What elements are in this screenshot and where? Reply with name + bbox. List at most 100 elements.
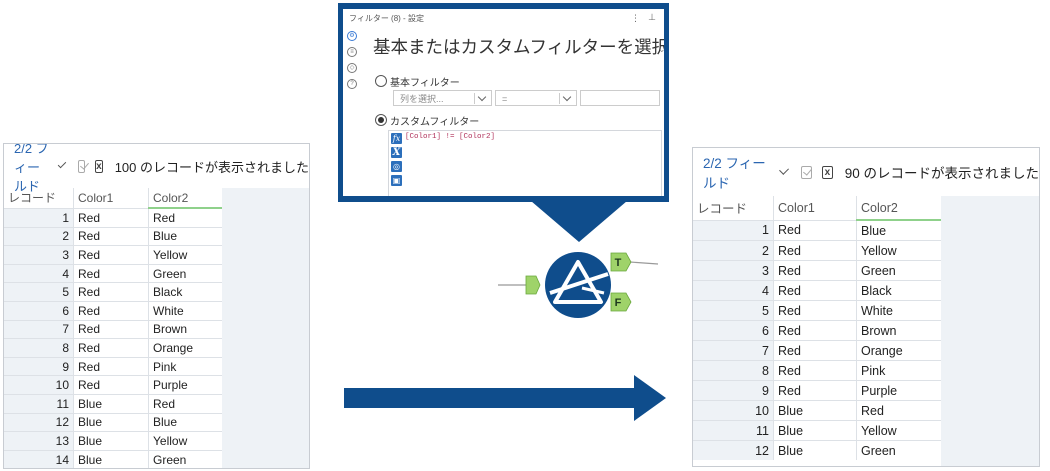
tag-icon[interactable]: ◇ bbox=[347, 63, 357, 73]
color1-cell[interactable]: Blue bbox=[73, 393, 149, 414]
column-select[interactable]: 列を選択... bbox=[393, 90, 492, 106]
color2-cell[interactable]: Black bbox=[856, 280, 944, 301]
column-header-color1[interactable]: Color1 bbox=[773, 196, 857, 220]
color2-cell[interactable]: Yellow bbox=[148, 431, 226, 451]
value-input[interactable] bbox=[580, 90, 660, 106]
true-anchor[interactable] bbox=[610, 252, 632, 272]
color1-cell[interactable]: Blue bbox=[773, 400, 857, 421]
color1-cell[interactable]: Blue bbox=[73, 431, 149, 451]
operator-select[interactable]: = bbox=[495, 90, 577, 106]
expression-editor[interactable] bbox=[388, 130, 662, 196]
annotation-icon[interactable]: ≡ bbox=[347, 47, 357, 57]
color1-cell[interactable]: Blue bbox=[73, 449, 149, 468]
color2-cell[interactable]: Red bbox=[148, 207, 226, 228]
color1-cell[interactable]: Red bbox=[73, 319, 149, 339]
kebab-menu-icon[interactable]: ⋮ bbox=[631, 13, 640, 23]
column-header-record[interactable]: レコード bbox=[4, 188, 74, 208]
saved-expressions-icon[interactable]: ◎ bbox=[391, 161, 402, 172]
color1-cell[interactable]: Red bbox=[73, 356, 149, 376]
color2-cell[interactable]: Red bbox=[148, 393, 226, 414]
color1-cell[interactable]: Blue bbox=[73, 412, 149, 432]
color2-cell[interactable]: Black bbox=[148, 282, 226, 302]
false-anchor[interactable] bbox=[610, 292, 632, 312]
close-x-icon[interactable]: x bbox=[95, 159, 103, 173]
color1-cell[interactable]: Red bbox=[773, 360, 857, 381]
color1-cell[interactable]: Red bbox=[773, 300, 857, 321]
color1-cell[interactable]: Blue bbox=[773, 420, 857, 441]
function-fx-icon[interactable]: fx bbox=[391, 133, 402, 144]
fields-dropdown[interactable]: 2/2 フィールド bbox=[14, 144, 67, 195]
select-check-icon[interactable] bbox=[77, 159, 86, 173]
column-header-record[interactable]: レコード bbox=[693, 196, 774, 220]
column-header-color1[interactable]: Color1 bbox=[73, 188, 149, 208]
color1-cell[interactable]: Red bbox=[773, 380, 857, 401]
variables-x-icon[interactable]: X bbox=[391, 147, 402, 158]
expand-chevron-icon[interactable]: ⌄ bbox=[658, 44, 664, 54]
settings-gear-icon[interactable]: ⚙ bbox=[347, 31, 357, 41]
color2-cell[interactable]: Brown bbox=[856, 320, 944, 341]
color2-cell[interactable]: White bbox=[148, 300, 226, 321]
color2-cell[interactable]: Red bbox=[856, 400, 944, 421]
color2-cell[interactable]: Green bbox=[856, 440, 944, 460]
color2-cell[interactable]: Pink bbox=[148, 356, 226, 376]
custom-filter-radio[interactable] bbox=[375, 114, 387, 126]
color2-cell[interactable]: Blue bbox=[148, 412, 226, 432]
color1-cell[interactable]: Red bbox=[73, 245, 149, 265]
color1-cell[interactable]: Red bbox=[773, 280, 857, 301]
color2-cell[interactable]: Purple bbox=[856, 380, 944, 401]
color1-cell[interactable]: Red bbox=[773, 340, 857, 361]
color1-cell[interactable]: Red bbox=[773, 240, 857, 261]
color2-cell[interactable]: Yellow bbox=[856, 240, 944, 261]
select-check-icon[interactable] bbox=[801, 165, 813, 179]
color2-cell[interactable]: Purple bbox=[148, 375, 226, 395]
color2-cell[interactable]: White bbox=[856, 300, 944, 321]
input-anchor[interactable] bbox=[525, 275, 541, 295]
pin-icon[interactable]: ⊥ bbox=[648, 12, 656, 22]
basic-filter-radio[interactable] bbox=[375, 75, 387, 87]
color1-cell[interactable]: Red bbox=[73, 338, 149, 358]
color2-cell[interactable]: Yellow bbox=[148, 245, 226, 265]
color1-cell[interactable]: Red bbox=[73, 207, 149, 228]
color1-cell[interactable]: Red bbox=[773, 219, 857, 241]
color1-cell[interactable]: Red bbox=[73, 375, 149, 395]
color1-cell[interactable]: Red bbox=[73, 300, 149, 321]
color2-cell[interactable]: Brown bbox=[148, 319, 226, 339]
color1-cell[interactable]: Red bbox=[73, 226, 149, 246]
help-icon[interactable]: ? bbox=[347, 79, 357, 89]
color1-cell[interactable]: Red bbox=[73, 282, 149, 302]
color1-cell[interactable]: Red bbox=[773, 320, 857, 341]
color2-cell[interactable]: Yellow bbox=[856, 420, 944, 441]
color2-cell[interactable]: Green bbox=[148, 449, 226, 468]
color2-cell[interactable]: Blue bbox=[148, 226, 226, 246]
column-header-color2[interactable]: Color2 bbox=[148, 188, 226, 209]
color1-cell[interactable]: Blue bbox=[773, 440, 857, 460]
color2-cell[interactable]: Pink bbox=[856, 360, 944, 381]
fields-dropdown[interactable]: 2/2 フィールド bbox=[703, 152, 790, 192]
filter-tool-node[interactable]: T F bbox=[490, 238, 670, 328]
color2-cell[interactable]: Green bbox=[148, 263, 226, 283]
save-expression-icon[interactable]: ▣ bbox=[391, 175, 402, 186]
